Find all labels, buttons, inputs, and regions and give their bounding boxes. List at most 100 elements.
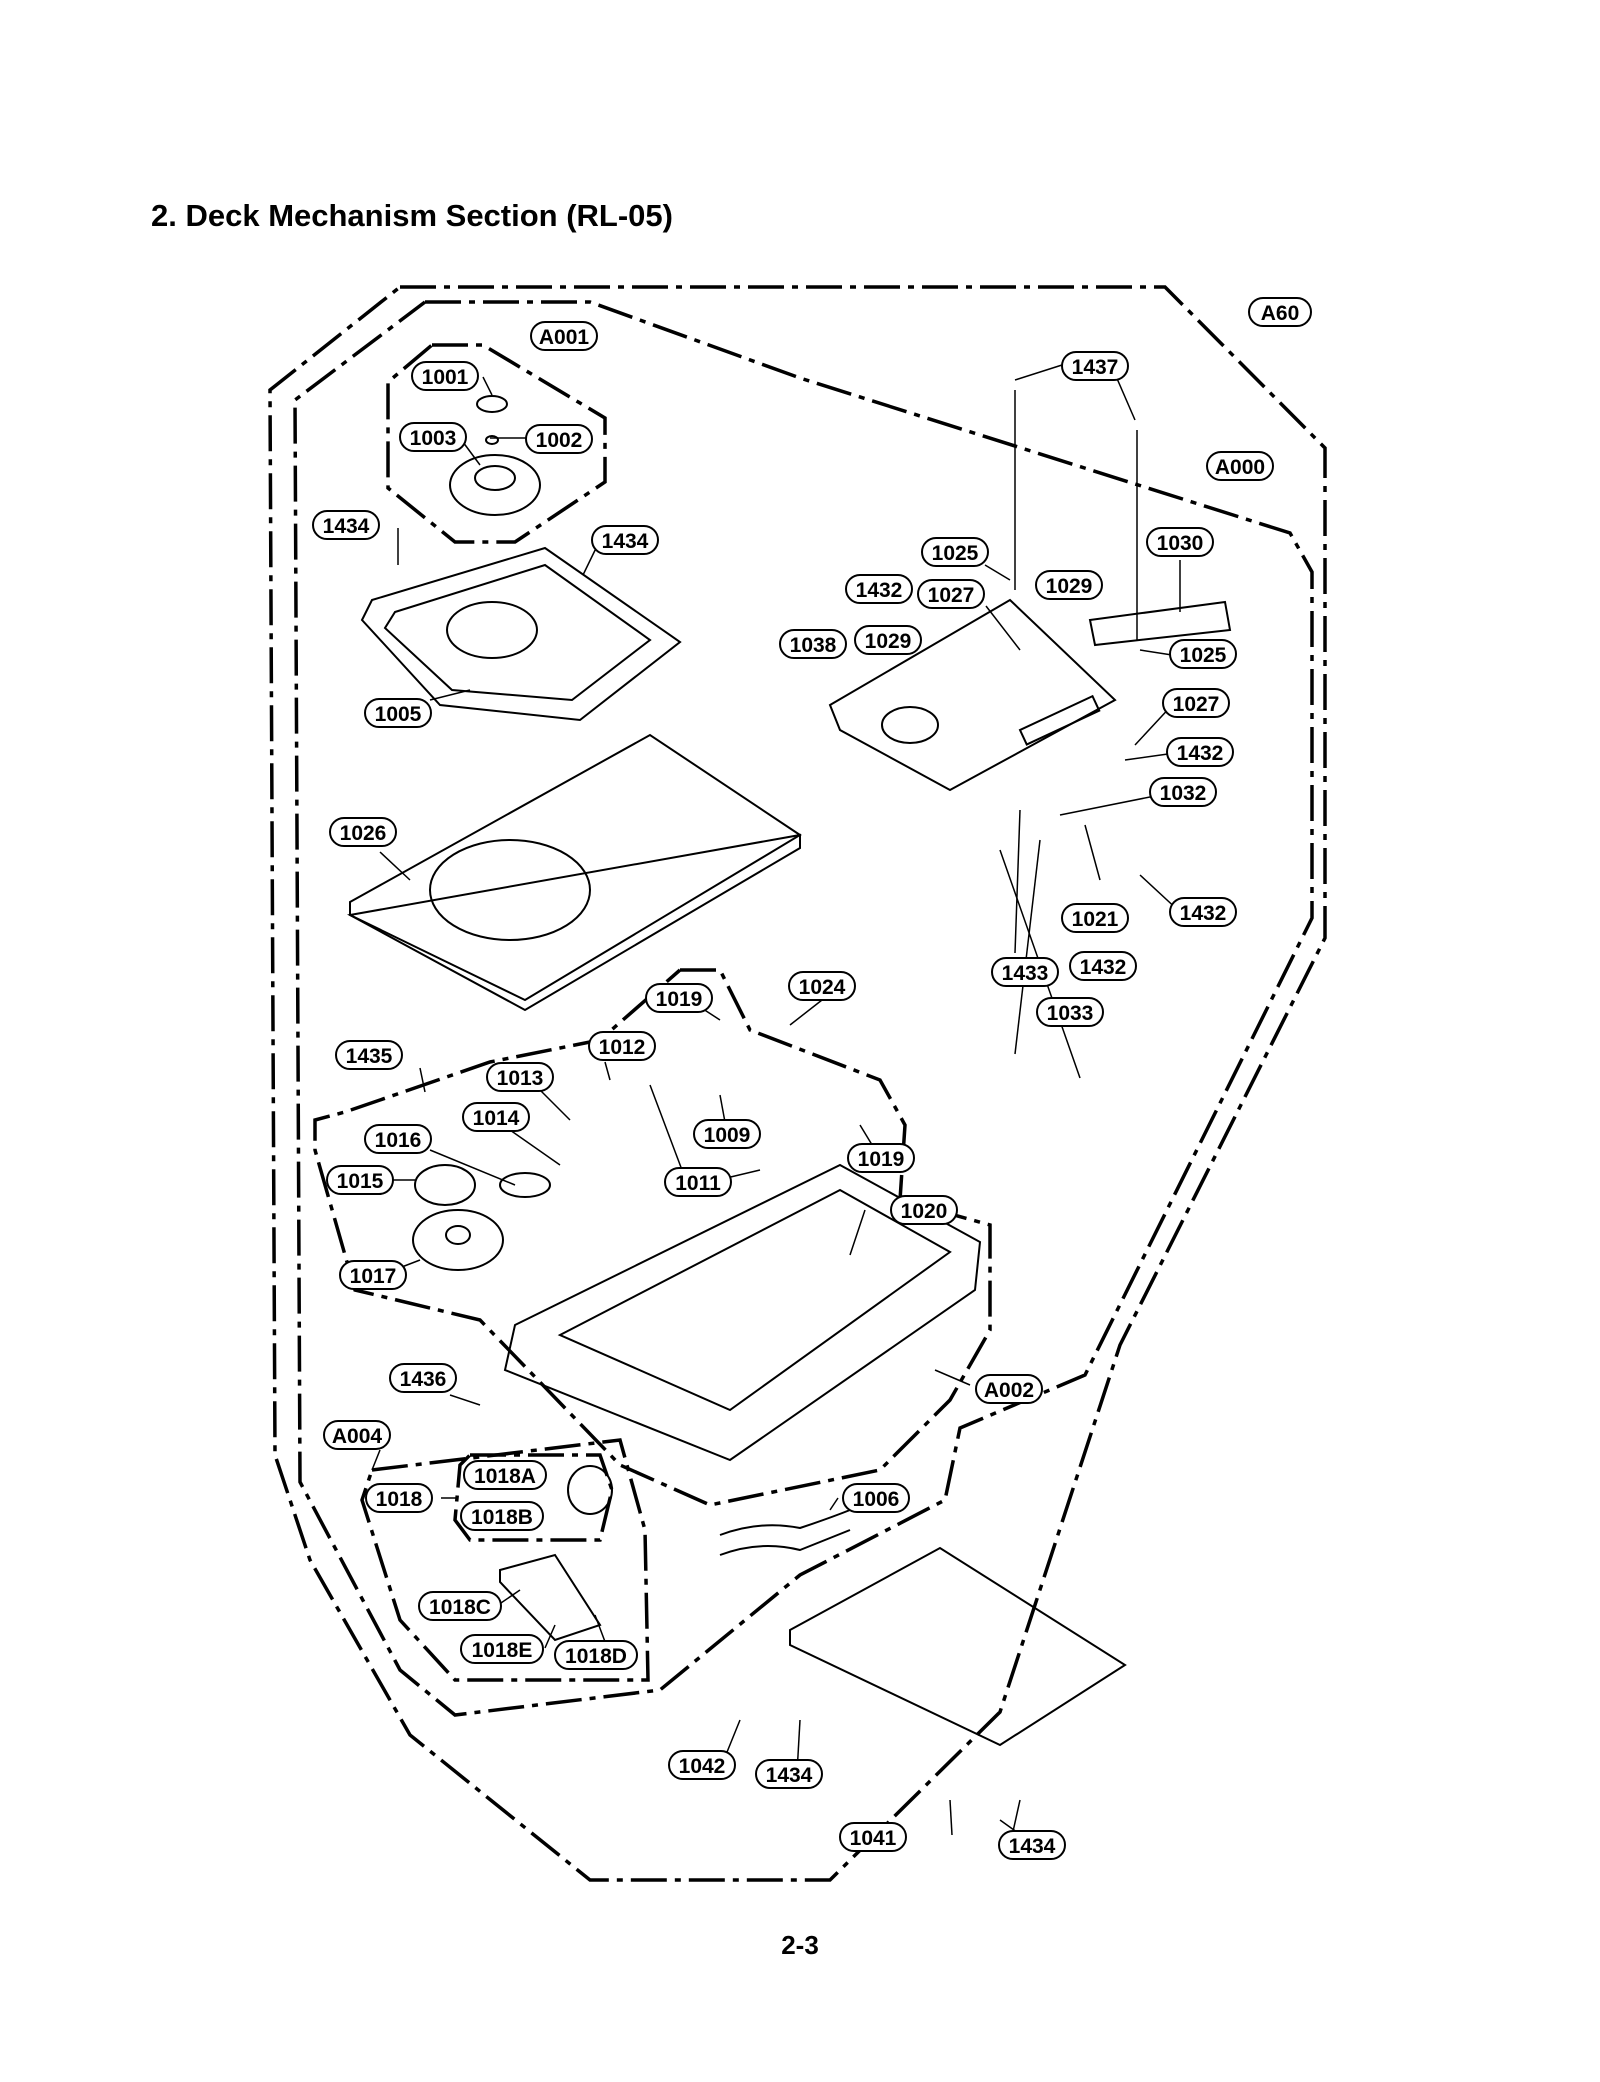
label-1016: 1016 — [364, 1124, 432, 1154]
label-1018d-text: 1018D — [565, 1645, 627, 1668]
label-1021: 1021 — [1061, 903, 1129, 933]
label-1002-text: 1002 — [536, 429, 583, 452]
label-1032-text: 1032 — [1160, 782, 1207, 805]
label-1012-text: 1012 — [599, 1036, 646, 1059]
part-base-1020 — [503, 1163, 982, 1462]
label-1025-a-text: 1025 — [932, 542, 979, 565]
label-1015: 1015 — [326, 1165, 394, 1195]
page-number: 2-3 — [781, 1930, 819, 1960]
label-1019-a: 1019 — [645, 983, 713, 1013]
label-1018a: 1018A — [463, 1460, 547, 1490]
boundary-a000 — [293, 300, 1314, 1717]
label-1437-text: 1437 — [1072, 356, 1119, 379]
label-a60: A60 — [1248, 297, 1312, 327]
label-1432-c: 1432 — [1169, 897, 1237, 927]
boundary-a002 — [313, 968, 992, 1507]
part-tray-1026 — [347, 733, 802, 1012]
label-1019-b-text: 1019 — [858, 1148, 905, 1171]
label-a002-text: A002 — [984, 1379, 1034, 1402]
label-1013-text: 1013 — [497, 1067, 544, 1090]
label-1042-text: 1042 — [679, 1755, 726, 1778]
label-1432-a-text: 1432 — [856, 579, 903, 602]
label-1020-text: 1020 — [901, 1200, 948, 1223]
label-1018-text: 1018 — [376, 1488, 423, 1511]
label-1014: 1014 — [462, 1102, 530, 1132]
label-a000: A000 — [1206, 451, 1274, 481]
callout-labels: A60 A000 A001 A002 A004 1001 1002 1003 — [312, 297, 1312, 1860]
part-tray-holder-1005 — [360, 546, 682, 722]
label-1018a-text: 1018A — [474, 1465, 536, 1488]
label-1029-b-text: 1029 — [865, 630, 912, 653]
label-1029-a-text: 1029 — [1046, 575, 1093, 598]
boundary-a004 — [360, 1438, 650, 1682]
label-1432-a: 1432 — [845, 574, 913, 604]
label-1021-text: 1021 — [1072, 908, 1119, 931]
part-gear-1017 — [412, 1164, 551, 1271]
label-1006: 1006 — [842, 1483, 910, 1513]
label-1018c-text: 1018C — [429, 1596, 491, 1619]
label-1018e-text: 1018E — [472, 1639, 533, 1662]
label-1027-b: 1027 — [1162, 688, 1230, 718]
label-1017-text: 1017 — [350, 1265, 397, 1288]
part-traverse-unit — [828, 598, 1117, 792]
label-1436-text: 1436 — [400, 1368, 447, 1391]
label-1030: 1030 — [1146, 527, 1214, 557]
label-1025-b: 1025 — [1169, 639, 1237, 669]
label-a001: A001 — [530, 321, 598, 351]
label-1042: 1042 — [668, 1750, 736, 1780]
label-1434-c: 1434 — [755, 1759, 823, 1789]
label-1041-text: 1041 — [850, 1827, 897, 1850]
label-1434-a-text: 1434 — [323, 515, 370, 538]
label-1433-text: 1433 — [1002, 962, 1049, 985]
label-1434-b: 1434 — [591, 525, 659, 555]
label-1038: 1038 — [779, 629, 847, 659]
label-1027-a-text: 1027 — [928, 584, 975, 607]
label-1027-a: 1027 — [917, 579, 985, 609]
part-turntable-1003 — [449, 395, 541, 516]
label-1020: 1020 — [890, 1195, 958, 1225]
label-1013: 1013 — [486, 1062, 554, 1092]
label-a004-text: A004 — [332, 1425, 383, 1448]
label-1432-d: 1432 — [1069, 951, 1137, 981]
part-motor-1018 — [499, 1465, 613, 1642]
label-1432-d-text: 1432 — [1080, 956, 1127, 979]
part-pcb — [789, 1546, 1127, 1747]
label-1033-text: 1033 — [1047, 1002, 1094, 1025]
label-1009-text: 1009 — [704, 1124, 751, 1147]
label-1434-d-text: 1434 — [1009, 1835, 1056, 1858]
label-1005-text: 1005 — [375, 703, 422, 726]
boundary-a60 — [268, 285, 1327, 1882]
label-1001: 1001 — [411, 361, 479, 391]
label-1026: 1026 — [329, 817, 397, 847]
label-a001-text: A001 — [539, 326, 590, 349]
label-1012: 1012 — [588, 1031, 656, 1061]
label-1005: 1005 — [364, 698, 432, 728]
boundary-a001 — [386, 343, 607, 544]
label-1018d: 1018D — [554, 1640, 638, 1670]
label-1019-b: 1019 — [847, 1143, 915, 1173]
label-1432-c-text: 1432 — [1180, 902, 1227, 925]
label-a004: A004 — [323, 1420, 391, 1450]
label-1434-c-text: 1434 — [766, 1764, 813, 1787]
label-a002: A002 — [975, 1374, 1043, 1404]
label-1003: 1003 — [399, 422, 467, 452]
label-1011-text: 1011 — [675, 1172, 721, 1195]
part-cable-1006 — [719, 1509, 851, 1556]
label-1011: 1011 — [664, 1167, 732, 1197]
label-1030-text: 1030 — [1157, 532, 1204, 555]
label-1018b-text: 1018B — [471, 1506, 533, 1529]
label-1017: 1017 — [339, 1260, 407, 1290]
label-1018: 1018 — [365, 1483, 433, 1513]
label-1029-b: 1029 — [854, 625, 922, 655]
label-1437: 1437 — [1061, 351, 1129, 381]
label-1024-text: 1024 — [799, 976, 846, 999]
label-1436: 1436 — [389, 1363, 457, 1393]
label-1006-text: 1006 — [853, 1488, 900, 1511]
label-1434-d: 1434 — [998, 1830, 1066, 1860]
label-1016-text: 1016 — [375, 1129, 422, 1152]
page-title: 2. Deck Mechanism Section (RL-05) — [151, 198, 673, 233]
label-1432-b-text: 1432 — [1177, 742, 1224, 765]
label-a000-text: A000 — [1215, 456, 1265, 479]
part-cable-1030 — [1088, 600, 1232, 647]
